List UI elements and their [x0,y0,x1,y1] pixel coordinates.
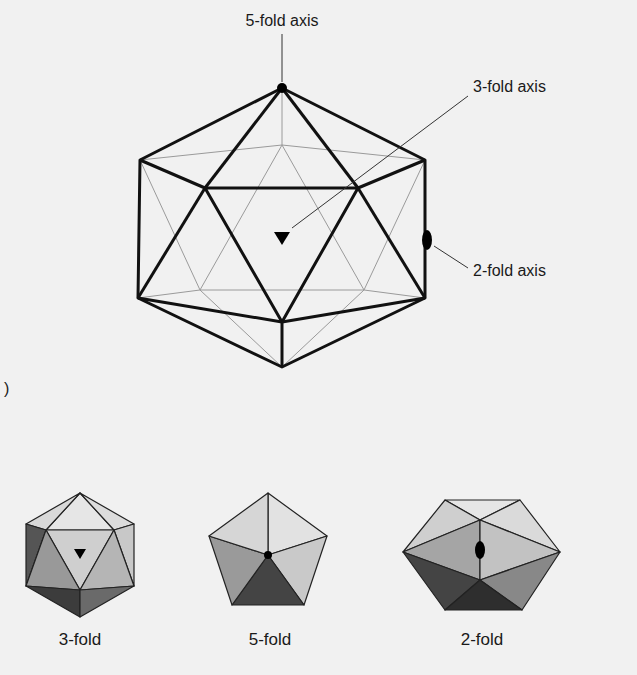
axis-label: 3-fold axis [473,78,546,96]
axis-label: 5-fold axis [246,12,319,30]
panel-letter: ) [4,380,9,398]
view-label: 5-fold [249,630,292,650]
view-label: 3-fold [59,630,102,650]
view-label: 2-fold [461,630,504,650]
axis-label: 2-fold axis [473,262,546,280]
